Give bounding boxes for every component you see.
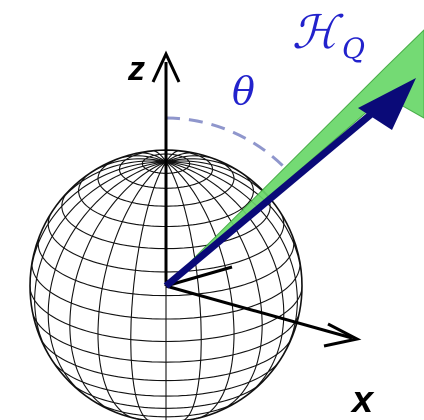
sphere-longitude-line <box>165 161 202 420</box>
state-vector <box>163 78 416 289</box>
sphere-latitude-line <box>37 234 166 297</box>
hilbert-space-label: ℋ <box>292 5 344 59</box>
sphere-latitude-line <box>166 381 263 409</box>
sphere-longitude-line <box>165 155 218 163</box>
x-axis <box>165 284 362 348</box>
sphere-latitude-line <box>61 189 167 250</box>
sphere-longitude-line <box>49 160 167 216</box>
sphere-grid <box>30 150 302 420</box>
sphere-latitude-line <box>166 413 212 420</box>
sphere-longitude-line <box>165 150 181 163</box>
theta-arc <box>165 116 287 170</box>
z-arrowhead-icon <box>151 50 181 83</box>
sphere-longitude-line <box>165 152 199 163</box>
sphere-latitude-line <box>166 210 285 273</box>
sphere-latitude-line <box>39 337 166 382</box>
sphere-longitude-line <box>47 161 167 400</box>
sphere-longitude-line <box>86 158 167 176</box>
sphere-latitude-line <box>165 189 271 250</box>
sphere-latitude-line <box>31 311 167 363</box>
sphere-longitude-line <box>97 161 167 420</box>
sphere-latitude-line <box>120 413 166 420</box>
sphere-longitude-line <box>114 155 167 163</box>
z-axis-label: z <box>127 50 145 88</box>
sphere-latitude-line <box>166 234 295 297</box>
sphere-longitude-line <box>130 161 167 420</box>
sphere-latitude-line <box>31 260 166 320</box>
sphere-longitude-line <box>165 161 298 365</box>
sphere-longitude-line <box>151 150 167 163</box>
y-axis <box>165 265 233 288</box>
hilbert-space-cone <box>165 29 424 287</box>
sphere-longitude-line <box>34 161 167 365</box>
theta-label: θ <box>232 69 255 113</box>
sphere-longitude-line <box>30 161 167 291</box>
sphere-latitude-line <box>166 260 301 320</box>
sphere-latitude-line <box>166 337 293 382</box>
sphere-latitude-line <box>47 210 166 273</box>
sphere-longitude-line <box>165 161 263 413</box>
arrowhead-icon <box>358 78 416 130</box>
hilbert-space-subscript: Q <box>342 32 365 65</box>
sphere-longitude-line <box>165 158 246 176</box>
sphere-latitude-line <box>166 359 281 397</box>
sphere-longitude-line <box>69 161 167 413</box>
x-axis-label: x <box>350 379 375 420</box>
sphere-latitude-line <box>165 311 301 363</box>
sphere-longitude-line <box>133 152 167 163</box>
sphere-longitude-line <box>165 161 285 400</box>
x-arrowhead-icon <box>323 322 362 348</box>
sphere-latitude-line <box>69 381 166 409</box>
sphere-latitude-line <box>51 359 166 397</box>
z-axis <box>151 50 181 286</box>
